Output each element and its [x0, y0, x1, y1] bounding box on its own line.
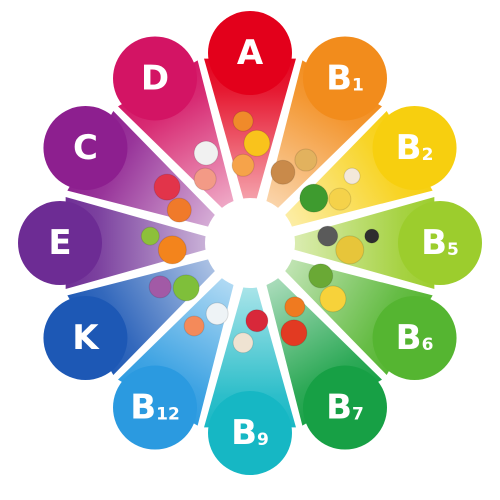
bread-icon	[270, 159, 296, 185]
vitamin-circle-d	[113, 36, 197, 121]
kiwi-icon	[140, 226, 160, 246]
petal-a: A	[204, 11, 296, 204]
broccoli-icon	[299, 183, 329, 213]
cauliflower-icon	[148, 275, 172, 299]
vitamin-circle-c	[43, 106, 128, 190]
wedge-b9	[204, 282, 296, 428]
strawberry-icon	[245, 309, 269, 333]
petal-b5: B5	[289, 197, 482, 289]
watermelon-icon	[153, 173, 181, 201]
orange-slice-icon	[243, 129, 271, 157]
potato-icon	[294, 148, 318, 172]
tomato-icon	[280, 319, 308, 347]
vitamin-label-b2: B2	[396, 128, 434, 168]
vitamin-circle-b6	[372, 296, 457, 380]
vitamin-circle-b2	[372, 106, 457, 190]
petal-b7: B7	[265, 274, 387, 450]
carrot-icon	[284, 296, 306, 318]
petal-b12: B12	[113, 274, 235, 450]
egg-icon	[343, 167, 361, 185]
mushroom-icon	[232, 332, 254, 354]
avocado-icon	[308, 263, 334, 289]
vitamin-label-e: E	[48, 223, 71, 263]
vitamin-label-b6: B6	[396, 318, 434, 358]
petal-b9: B9	[204, 282, 296, 475]
vitamin-circle-k	[43, 296, 128, 380]
petal-b2: B2	[281, 106, 457, 228]
papaya-icon	[166, 197, 192, 223]
vitamin-label-b5: B5	[421, 223, 459, 263]
petal-b6: B6	[281, 258, 457, 380]
vitamin-circle-b5	[398, 201, 482, 285]
vitamin-label-b12: B12	[130, 388, 180, 428]
vitamin-circle-b12	[113, 365, 197, 450]
pumpkin-icon	[157, 235, 187, 265]
center-hole	[205, 198, 295, 288]
cheese-icon	[328, 187, 352, 211]
vitamin-circle-b1	[303, 36, 387, 121]
vitamin-circle-e	[18, 201, 102, 285]
banana-icon	[319, 285, 347, 313]
pear-icon	[172, 274, 200, 302]
vitamin-label-k: K	[72, 318, 100, 358]
olive-oil-icon	[335, 235, 365, 265]
petal-k: K	[43, 258, 219, 380]
sunflower-seeds-icon	[317, 225, 339, 247]
vitamin-label-a: A	[237, 33, 264, 73]
vitamin-label-b9: B9	[231, 413, 269, 453]
milk-carton-icon	[193, 140, 219, 166]
olives-icon	[364, 228, 380, 244]
wedge-a	[204, 58, 296, 204]
vitamin-circle-b9	[208, 391, 292, 475]
wedge-b5	[289, 197, 435, 289]
shrimp-icon	[183, 315, 205, 337]
vitamin-circle-b7	[303, 365, 387, 450]
petal-d: D	[113, 36, 235, 212]
petal-e: E	[18, 197, 211, 289]
vitamin-label-c: C	[73, 128, 98, 168]
wedge-e	[65, 197, 211, 289]
apricot-icon	[232, 110, 254, 132]
milk-bottle-icon	[205, 302, 229, 326]
petal-c: C	[43, 106, 219, 228]
vitamin-circle-a	[208, 11, 292, 95]
grapefruit-icon	[231, 153, 255, 177]
salmon-icon	[193, 167, 217, 191]
vitamin-label-d: D	[141, 58, 169, 98]
vitamin-label-b1: B1	[326, 58, 364, 98]
petal-b1: B1	[265, 36, 387, 212]
vitamin-label-b7: B7	[326, 388, 364, 428]
